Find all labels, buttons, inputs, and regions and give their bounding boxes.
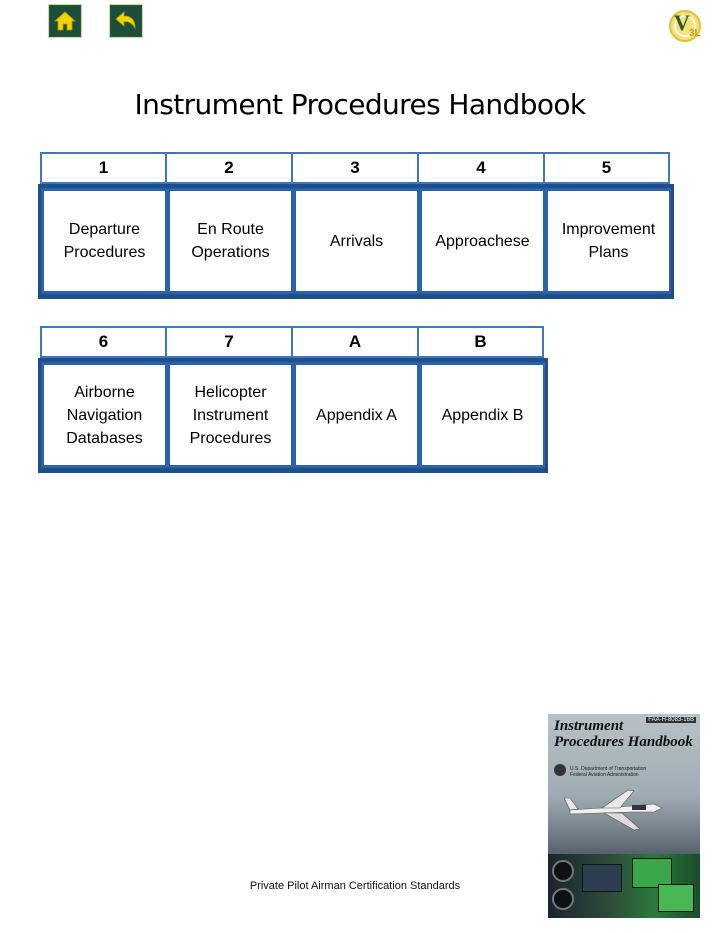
chapter-link-appendix-b[interactable]: Appendix B [419,362,545,468]
gauge-icon [552,860,574,882]
display-screen [582,864,622,892]
dot-seal-icon [554,764,566,776]
cover-title: Instrument Procedures Handbook [554,718,693,750]
chapter-link-airborne-navigation-databases[interactable]: Airborne Navigation Databases [41,362,167,468]
chapter-number: 4 [418,152,544,184]
gauge-icon [552,888,574,910]
chapter-link-en-route-operations[interactable]: En Route Operations [167,188,293,294]
chapter-link-row: Airborne Navigation Databases Helicopter… [38,358,548,473]
page-title: Instrument Procedures Handbook [134,88,586,121]
home-button[interactable] [48,4,82,38]
display-screen [632,858,672,888]
cover-agency: U.S. Department of Transportation Federa… [570,766,646,778]
cover-title-line: Instrument [554,718,624,734]
footer-text: Private Pilot Airman Certification Stand… [249,880,461,892]
airplane-icon [563,789,663,831]
display-screen [658,884,694,912]
chapter-number: A [292,326,418,358]
chapter-number: 5 [544,152,670,184]
chapter-link-appendix-a[interactable]: Appendix A [293,362,419,468]
chapter-number-row: 1 2 3 4 5 [40,152,674,184]
home-icon [54,11,76,31]
logo-subtext: 3L [689,28,701,39]
chapter-link-arrivals[interactable]: Arrivals [293,188,419,294]
logo-letter: V [674,10,690,35]
chapter-grid-row-1: 1 2 3 4 5 Departure Procedures En Route … [38,152,674,299]
cover-agency-line: U.S. Department of Transportation [570,766,647,772]
chapter-number: B [418,326,544,358]
chapter-grid-row-2: 6 7 A B Airborne Navigation Databases He… [38,326,548,473]
chapter-link-departure-procedures[interactable]: Departure Procedures [41,188,167,294]
chapter-link-approaches[interactable]: Approachese [419,188,545,294]
brand-logo-icon [669,10,701,42]
chapter-number: 3 [292,152,418,184]
handbook-cover-image: FAA-H-8083-16B Instrument Procedures Han… [548,714,700,918]
cover-code: FAA-H-8083-16B [646,717,696,723]
chapter-link-helicopter-instrument-procedures[interactable]: Helicopter Instrument Procedures [167,362,293,468]
cover-agency-line: Federal Aviation Administration [570,772,639,778]
back-arrow-icon [115,11,136,30]
chapter-number: 7 [166,326,292,358]
chapter-link-row: Departure Procedures En Route Operations… [38,184,674,299]
chapter-link-improvement-plans[interactable]: Improvement Plans [545,188,671,294]
brand-logo[interactable]: V 3L [668,8,708,44]
chapter-number: 2 [166,152,292,184]
cover-title-line: Procedures Handbook [554,734,693,750]
chapter-number: 6 [40,326,166,358]
chapter-number-row: 6 7 A B [40,326,548,358]
back-button[interactable] [109,4,143,38]
chapter-number: 1 [40,152,166,184]
cockpit-panel [548,854,700,918]
